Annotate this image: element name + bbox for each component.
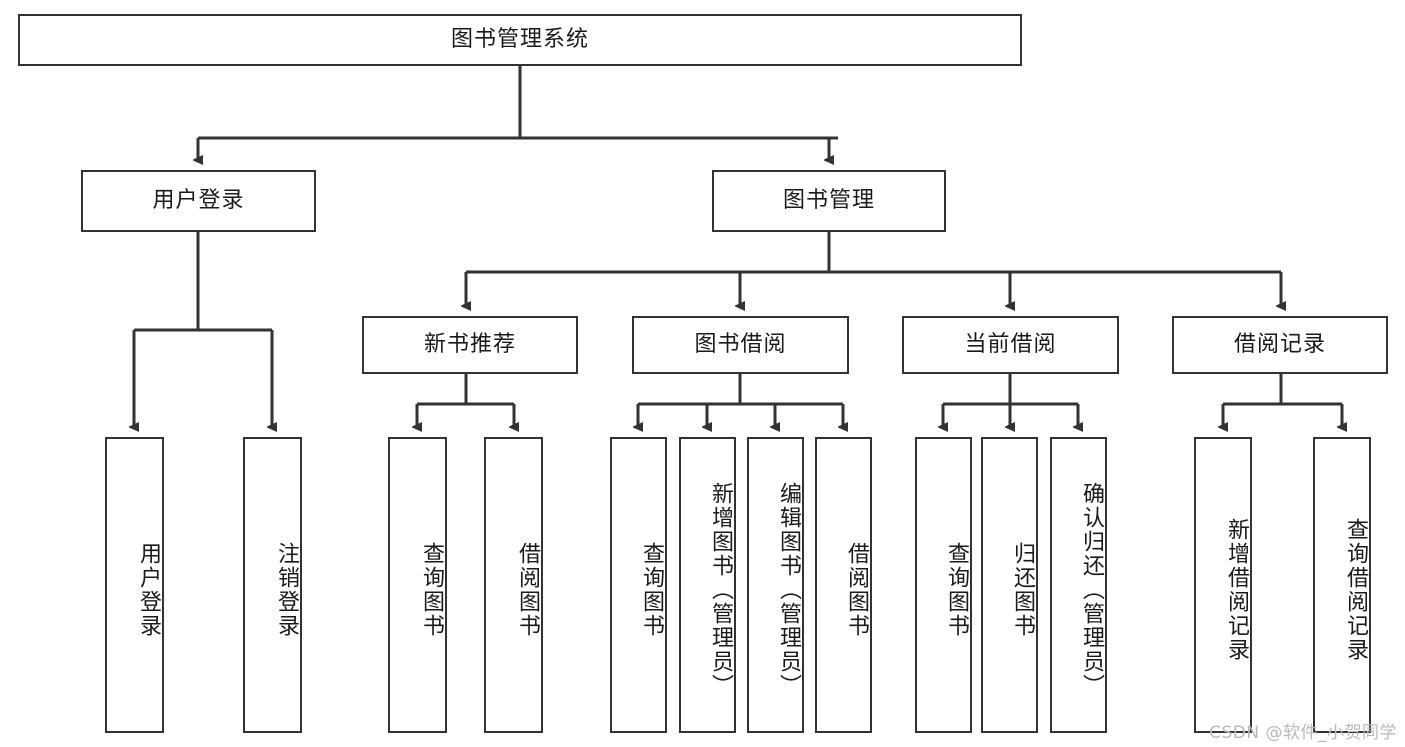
node-label: 图书管理 <box>782 188 875 214</box>
node-leaf-query-book-2[interactable]: 查询图书 <box>610 437 667 733</box>
csdn-watermark: CSDN @软件_小贺同学 <box>1209 723 1397 743</box>
node-leaf-query-record[interactable]: 查询借阅记录 <box>1313 437 1371 733</box>
node-label: 确认归还（管理员） <box>1079 482 1104 698</box>
node-leaf-query-book-1[interactable]: 查询图书 <box>388 437 447 733</box>
node-leaf-edit-book[interactable]: 编辑图书（管理员） <box>747 437 804 733</box>
node-leaf-user-login[interactable]: 用户登录 <box>105 437 164 733</box>
node-leaf-return-book[interactable]: 归还图书 <box>981 437 1038 733</box>
node-label: 查询图书 <box>944 542 969 638</box>
node-current-borrow[interactable]: 当前借阅 <box>902 316 1119 374</box>
node-label: 借阅记录 <box>1233 332 1326 358</box>
node-label: 查询图书 <box>419 542 444 638</box>
node-label: 注销登录 <box>274 542 299 638</box>
node-user-login[interactable]: 用户登录 <box>81 170 316 232</box>
node-leaf-borrow-book-2[interactable]: 借阅图书 <box>815 437 872 733</box>
node-leaf-add-record[interactable]: 新增借阅记录 <box>1194 437 1252 733</box>
node-label: 新书推荐 <box>423 332 516 358</box>
node-leaf-confirm-return[interactable]: 确认归还（管理员） <box>1050 437 1107 733</box>
node-label: 图书管理系统 <box>450 27 589 53</box>
node-label: 新增图书（管理员） <box>708 482 733 698</box>
node-label: 归还图书 <box>1010 542 1035 638</box>
node-label: 用户登录 <box>136 542 161 638</box>
node-label: 查询借阅记录 <box>1343 518 1368 662</box>
node-borrow-record[interactable]: 借阅记录 <box>1172 316 1388 374</box>
node-label: 查询图书 <box>639 542 664 638</box>
node-new-book-recommend[interactable]: 新书推荐 <box>362 316 578 374</box>
node-label: 编辑图书（管理员） <box>776 482 801 698</box>
node-root-system[interactable]: 图书管理系统 <box>18 14 1022 66</box>
node-leaf-logout-login[interactable]: 注销登录 <box>243 437 302 733</box>
node-leaf-add-book[interactable]: 新增图书（管理员） <box>679 437 736 733</box>
node-label: 借阅图书 <box>844 542 869 638</box>
node-label: 当前借阅 <box>964 332 1057 358</box>
node-leaf-borrow-book-1[interactable]: 借阅图书 <box>484 437 543 733</box>
node-label: 新增借阅记录 <box>1224 518 1249 662</box>
node-label: 用户登录 <box>152 188 245 214</box>
node-leaf-query-book-3[interactable]: 查询图书 <box>915 437 972 733</box>
node-book-management[interactable]: 图书管理 <box>712 170 946 232</box>
node-label: 图书借阅 <box>694 332 787 358</box>
node-label: 借阅图书 <box>515 542 540 638</box>
node-book-borrow[interactable]: 图书借阅 <box>632 316 849 374</box>
